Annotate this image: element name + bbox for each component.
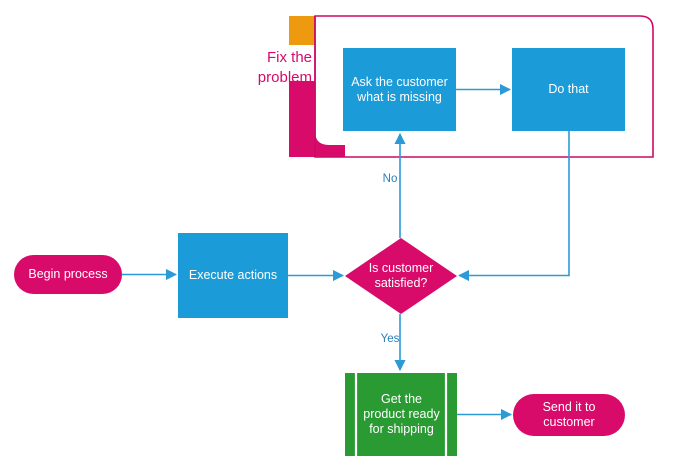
group-corner-square-orange xyxy=(289,16,315,45)
node-ask-the-customer-what-is-missing[interactable] xyxy=(343,48,456,131)
edge-do-that-to-decision xyxy=(457,131,570,282)
node-get-the-product-ready-for-shipping[interactable] xyxy=(345,373,457,456)
group-accent-upper xyxy=(289,118,315,144)
group-outline xyxy=(314,15,654,158)
group-title: Fix the problem xyxy=(257,49,312,86)
edge-label-no: No xyxy=(382,173,398,185)
node-is-customer-satisfied[interactable] xyxy=(345,238,457,314)
node-execute-actions[interactable] xyxy=(178,233,288,318)
node-send-it-to-customer[interactable] xyxy=(513,394,625,436)
edge-label-yes: Yes xyxy=(380,333,400,345)
node-begin-process[interactable] xyxy=(14,255,122,294)
node-do-that[interactable] xyxy=(512,48,625,131)
